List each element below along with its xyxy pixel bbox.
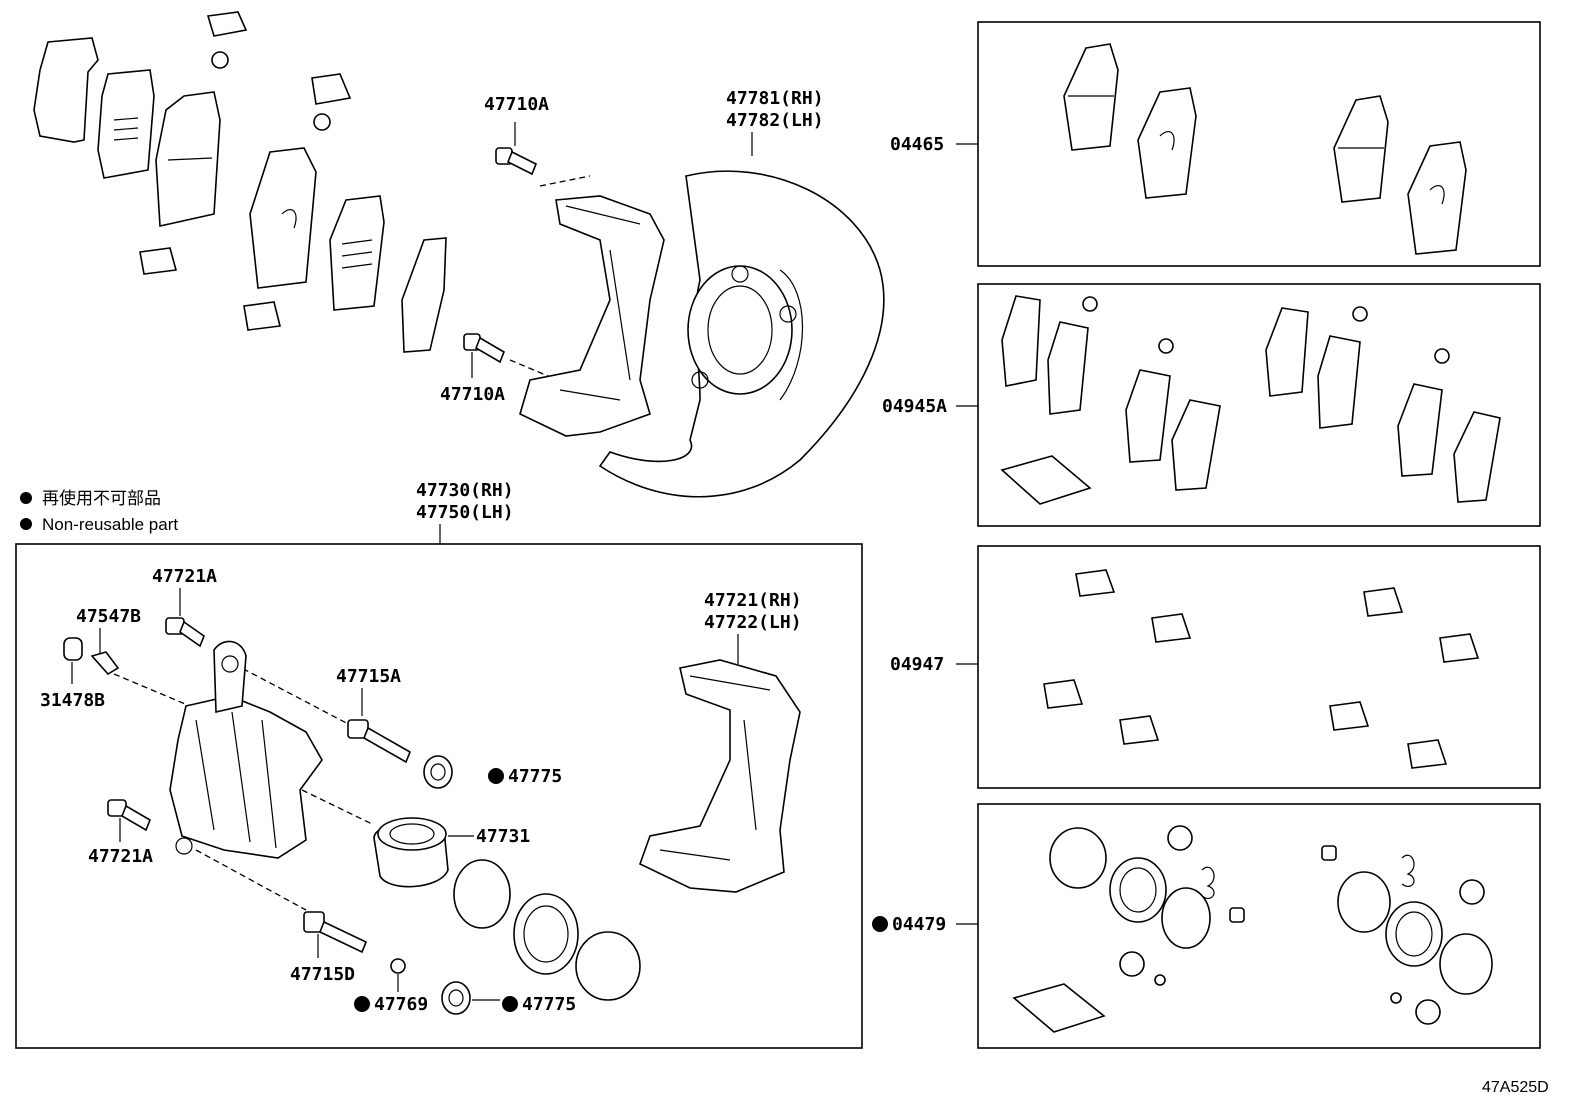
- legend-japanese: 再使用不可部品: [42, 488, 161, 508]
- label-dust-cover-rh: 47781(RH): [726, 88, 824, 109]
- legend: 再使用不可部品 Non-reusable part: [20, 488, 178, 534]
- legend-bullet-icon: [20, 518, 32, 530]
- bolt-47721a-bottom: 47721A: [88, 799, 153, 867]
- bolt-47721a-top: 47721A: [152, 566, 217, 648]
- non-reusable-marker-icon: [502, 996, 518, 1012]
- label-boot-lower: 47775: [522, 994, 576, 1015]
- kit-04479: 04479: [872, 803, 1541, 1049]
- label-caliper-lh: 47750(LH): [416, 502, 514, 523]
- grease-packet: [1000, 455, 1092, 505]
- ring-47769: 47769: [354, 958, 428, 1015]
- dust-cover: 47781(RH) 47782(LH): [598, 88, 885, 498]
- label-caliper-rh: 47730(RH): [416, 480, 514, 501]
- bolt-47710a-upper: 47710A: [484, 94, 549, 176]
- cap-31478b: 31478B: [40, 637, 105, 711]
- label-pin-47715a: 47715A: [336, 666, 401, 687]
- label-bolt-lower: 47710A: [440, 384, 505, 405]
- label-kit-04947: 04947: [890, 654, 944, 675]
- mounting-bracket: 47721(RH) 47722(LH): [639, 590, 802, 893]
- label-ring: 47769: [374, 994, 428, 1015]
- label-pin-47715d: 47715D: [290, 964, 355, 985]
- pin-47715d: 47715D: [290, 911, 368, 985]
- label-bolt-47721a-top: 47721A: [152, 566, 217, 587]
- kit-04947: 04947: [890, 545, 1541, 789]
- kit-04945a: 04945A: [882, 283, 1541, 527]
- label-cap: 31478B: [40, 690, 105, 711]
- boot-47775-upper: 47775: [423, 755, 562, 789]
- label-kit-04479: 04479: [892, 914, 946, 935]
- bleeder-plug-47547b: 47547B: [76, 606, 141, 676]
- label-boot-upper: 47775: [508, 766, 562, 787]
- label-piston: 47731: [476, 826, 530, 847]
- pad-set-upper-left: [33, 37, 447, 353]
- bolt-47710a-lower: 47710A: [440, 333, 505, 405]
- non-reusable-marker-icon: [488, 768, 504, 784]
- non-reusable-marker-icon: [872, 916, 888, 932]
- label-bolt-47721a-bottom: 47721A: [88, 846, 153, 867]
- label-dust-cover-lh: 47782(LH): [726, 110, 824, 131]
- grease-packet: [1012, 983, 1106, 1033]
- caliper-body: [113, 640, 373, 911]
- label-mounting-rh: 47721(RH): [704, 590, 802, 611]
- label-mounting-lh: 47722(LH): [704, 612, 802, 633]
- label-bolt-upper: 47710A: [484, 94, 549, 115]
- kit-04465: 04465: [890, 21, 1541, 267]
- piston-47731: 47731: [373, 817, 530, 888]
- pin-47715a: 47715A: [336, 666, 412, 764]
- legend-english: Non-reusable part: [42, 515, 178, 534]
- caliper-assembly-box: [15, 543, 863, 1049]
- label-kit-04465: 04465: [890, 134, 944, 155]
- label-bleeder-plug: 47547B: [76, 606, 141, 627]
- boot-47775-lower: 47775: [441, 981, 576, 1015]
- legend-bullet-icon: [20, 492, 32, 504]
- seal-rings: [453, 859, 641, 1001]
- non-reusable-marker-icon: [354, 996, 370, 1012]
- upper-mounting-bracket: [509, 175, 665, 437]
- label-kit-04945a: 04945A: [882, 396, 947, 417]
- footer-code: 47A525D: [1482, 1079, 1549, 1096]
- pad-clips-upper-left: [139, 11, 352, 331]
